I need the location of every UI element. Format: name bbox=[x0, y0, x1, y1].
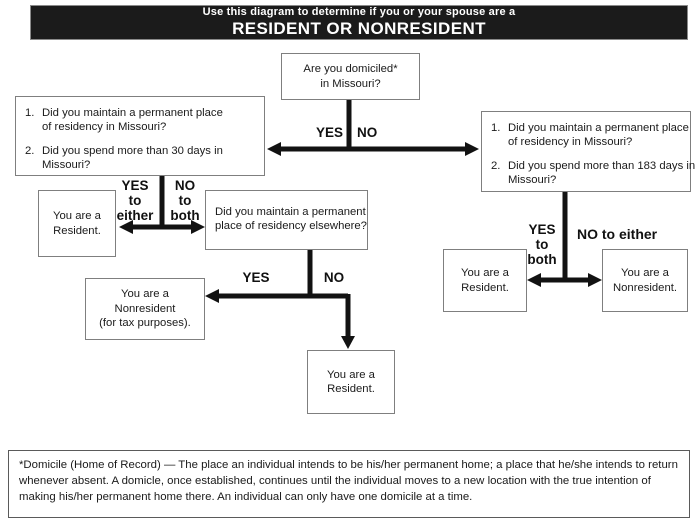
label-yes-mid: YES bbox=[242, 270, 270, 285]
question-text: Did you maintain a permanent place of re… bbox=[508, 122, 689, 149]
box-text-line: Resident. bbox=[53, 224, 101, 237]
question-text: Did you spend more than 183 days in Miss… bbox=[508, 159, 696, 187]
label-no-to-both: NO to both bbox=[170, 178, 200, 223]
banner-subtitle: Use this diagram to determine if you or … bbox=[202, 6, 516, 19]
result-box-right-resident: You are a Resident. bbox=[443, 249, 527, 312]
question-item-2: 2. Did you spend more than 30 days in Mi… bbox=[25, 144, 256, 173]
question-text: Did you spend more than 30 days in Misso… bbox=[42, 144, 223, 172]
arrowhead-to-right-questions bbox=[465, 142, 479, 156]
box-text-line: in Missouri? bbox=[320, 77, 381, 90]
question-text: Did you maintain a permanent place of re… bbox=[42, 107, 223, 134]
result-box-nonresident-tax: You are a Nonresident (for tax purposes)… bbox=[85, 278, 205, 340]
question-number: 2. bbox=[491, 159, 501, 172]
label-yes-to-either: YES to either bbox=[116, 178, 154, 223]
banner-title: RESIDENT OR NONRESIDENT bbox=[232, 18, 486, 38]
arrowhead-to-nonresident-tax bbox=[205, 289, 219, 303]
arrowhead-to-bottom-resident bbox=[341, 336, 355, 349]
box-text-line: Resident. bbox=[461, 281, 509, 294]
label-yes-to-both: YES to both bbox=[527, 222, 557, 267]
question-number: 2. bbox=[25, 144, 35, 157]
decision-box-domiciled: Are you domiciled* in Missouri? bbox=[281, 53, 420, 100]
result-box-right-nonresident: You are a Nonresident. bbox=[602, 249, 688, 312]
label-no-mid: NO bbox=[323, 270, 345, 285]
question-item-2: 2. Did you spend more than 183 days in M… bbox=[491, 159, 695, 188]
arrowhead-to-left-questions bbox=[267, 142, 281, 156]
box-text-line: (for tax purposes). bbox=[99, 317, 191, 330]
box-text-line: You are a bbox=[53, 210, 101, 223]
header-banner: Use this diagram to determine if you or … bbox=[30, 5, 688, 40]
box-text-line: place of residency elsewhere? bbox=[215, 220, 367, 233]
box-text-line: You are a bbox=[621, 267, 669, 280]
box-text-line: You are a bbox=[121, 288, 169, 301]
label-no-top: NO bbox=[357, 125, 378, 140]
question-number: 1. bbox=[25, 107, 35, 119]
question-number: 1. bbox=[491, 122, 501, 134]
label-no-to-either: NO to either bbox=[577, 226, 658, 242]
arrowhead-to-right-nonresident bbox=[588, 273, 602, 287]
label-yes-top: YES bbox=[315, 125, 343, 140]
box-text-line: Nonresident. bbox=[612, 281, 678, 294]
arrowhead-to-right-resident bbox=[527, 273, 541, 287]
result-box-bottom-resident: You are a Resident. bbox=[307, 350, 395, 414]
box-text-line: Did you maintain a permanent bbox=[215, 206, 366, 218]
question-box-right: 1. Did you maintain a permanent place of… bbox=[481, 111, 695, 192]
box-text-line: You are a bbox=[461, 267, 509, 280]
question-box-left: 1. Did you maintain a permanent place of… bbox=[15, 96, 265, 176]
question-item-1: 1. Did you maintain a permanent place of… bbox=[25, 106, 256, 135]
box-text-line: You are a bbox=[327, 368, 375, 381]
box-text-line: Are you domiciled* bbox=[303, 63, 398, 76]
box-text-line: Nonresident bbox=[114, 302, 176, 315]
result-box-left-resident: You are a Resident. bbox=[38, 190, 116, 257]
question-item-1: 1. Did you maintain a permanent place of… bbox=[491, 121, 689, 150]
decision-box-elsewhere: Did you maintain a permanent place of re… bbox=[205, 190, 368, 250]
domicile-footnote: *Domicile (Home of Record) — The place a… bbox=[8, 450, 690, 518]
box-text-line: Resident. bbox=[327, 383, 375, 395]
